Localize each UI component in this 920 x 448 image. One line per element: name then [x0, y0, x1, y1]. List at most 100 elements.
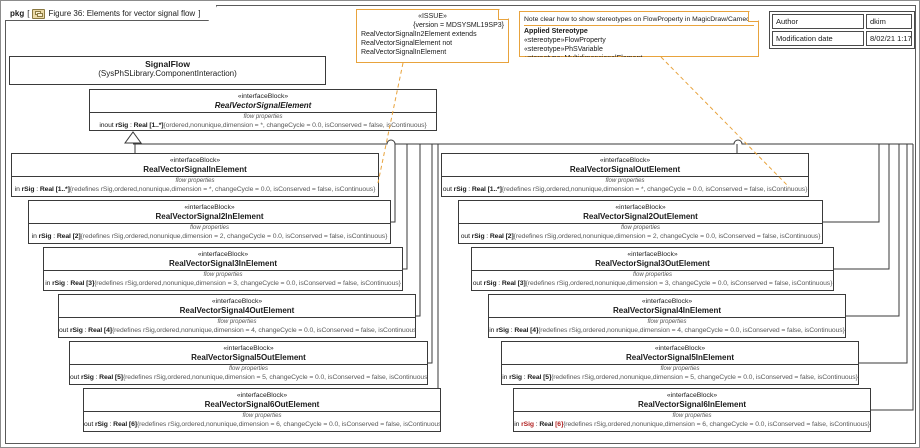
block-stereotype: «interfaceBlock»: [666, 392, 718, 399]
flow-property: out rSig : Real [5]{redefines rSig,order…: [70, 373, 427, 383]
flow-properties-compartment: flow properties in rSig : Real [3]{redefi…: [44, 271, 402, 289]
property-direction: out: [70, 374, 80, 381]
interface-block-RealVectorSignal5OutElement[interactable]: «interfaceBlock»RealVectorSignal5OutElem…: [69, 341, 428, 385]
info-label-author: Author: [772, 14, 864, 29]
signalflow-package-box[interactable]: SignalFlow (SysPhSLibrary.ComponentInter…: [9, 56, 326, 85]
interface-block-RealVectorSignalOutElement[interactable]: «interfaceBlock»RealVectorSignalOutEleme…: [441, 153, 809, 197]
block-name: RealVectorSignal4OutElement: [179, 306, 295, 315]
flow-properties-compartment: flow properties in rSig : Real [6]{redefi…: [514, 412, 870, 430]
interface-block-RealVectorSignal5InElement[interactable]: «interfaceBlock»RealVectorSignal5InEleme…: [501, 341, 859, 385]
info-value-modification-date: 8/02/21 1:17 PM: [866, 31, 912, 46]
issue-stereotype: «ISSUE»: [418, 13, 447, 20]
compartment-label: flow properties: [228, 366, 269, 372]
interface-block-RealVectorSignal4InElement[interactable]: «interfaceBlock»RealVectorSignal4InEleme…: [488, 294, 846, 338]
property-constraints: {redefines rSig,ordered,nonunique,dimens…: [563, 421, 870, 428]
property-direction: in: [45, 280, 51, 287]
block-stereotype: «interfaceBlock»: [615, 204, 666, 211]
interface-block-RealVectorSignal4OutElement[interactable]: «interfaceBlock»RealVectorSignal4OutElem…: [58, 294, 416, 338]
property-type: Real: [88, 327, 103, 334]
block-header: «interfaceBlock»RealVectorSignal2InEleme…: [29, 201, 390, 224]
property-constraints: {redefines rSig,ordered,nonunique,dimens…: [122, 374, 427, 381]
property-name: rSig: [509, 374, 522, 381]
stereotype-note-anchor-line: [660, 56, 790, 188]
property-multiplicity: [4]: [530, 327, 539, 334]
block-name: RealVectorSignal6InElement: [637, 400, 747, 409]
block-name: RealVectorSignalOutElement: [569, 165, 681, 174]
property-constraints: {redefines rSig,ordered,nonunique,dimens…: [80, 233, 388, 240]
block-name: RealVectorSignal2InElement: [155, 212, 264, 221]
block-stereotype: «interfaceBlock»: [223, 345, 274, 352]
property-multiplicity: [5]: [543, 374, 552, 381]
bracket-close: ]: [198, 9, 201, 18]
compartment-label: flow properties: [660, 366, 700, 372]
compartment-label: flow properties: [620, 225, 661, 231]
block-stereotype: «interfaceBlock»: [599, 157, 651, 164]
block-header: «interfaceBlock»RealVectorSignal5InEleme…: [502, 342, 858, 365]
property-direction: in: [14, 186, 20, 193]
generalization-trunk: [133, 139, 913, 145]
compartment-label: flow properties: [632, 272, 673, 278]
property-multiplicity: [1..*]: [487, 186, 502, 193]
block-stereotype: «interfaceBlock»: [236, 392, 288, 399]
block-stereotype: «interfaceBlock»: [627, 251, 678, 258]
issue-note[interactable]: «ISSUE» {version = MDSYSML19SP3} RealVec…: [356, 9, 509, 63]
property-name: rSig: [521, 421, 534, 428]
property-name: rSig: [483, 280, 497, 287]
property-multiplicity: [1..*]: [55, 186, 70, 193]
block-stereotype: «interfaceBlock»: [184, 204, 235, 211]
diagram-info-table[interactable]: Author dkim Modification date 8/02/21 1:…: [769, 11, 915, 49]
diagram-tab[interactable]: pkg [ Figure 36: Elements for vector sig…: [5, 5, 217, 21]
property-constraints: {redefines rSig,ordered,nonunique,dimens…: [111, 327, 415, 334]
bracket-open: [: [27, 9, 30, 18]
property-multiplicity: [2]: [72, 233, 81, 240]
flow-property: out rSig : Real [6]{redefines rSig,order…: [84, 420, 440, 430]
property-name: rSig: [52, 280, 65, 287]
interface-block-RealVectorSignal2InElement[interactable]: «interfaceBlock»RealVectorSignal2InEleme…: [28, 200, 391, 244]
applied-stereotype-heading: Applied Stereotype: [524, 28, 588, 35]
property-name: rSig: [69, 327, 83, 334]
flow-property: in rSig : Real [6]{redefines rSig,ordere…: [514, 421, 870, 428]
package-qualifier: (SysPhSLibrary.ComponentInteraction): [98, 69, 237, 78]
property-constraints: {redefines rSig,ordered,nonunique,dimens…: [513, 233, 821, 240]
flow-property: in rSig : Real [3]{redefines rSig,ordere…: [45, 280, 401, 287]
interface-block-RealVectorSignal3OutElement[interactable]: «interfaceBlock»RealVectorSignal3OutElem…: [471, 247, 834, 291]
block-header: «interfaceBlock»RealVectorSignal6InEleme…: [514, 389, 870, 412]
property-constraints: {redefines rSig,ordered,nonunique,dimens…: [501, 186, 808, 193]
compartment-label: flow properties: [243, 114, 283, 120]
property-type: Real: [527, 374, 542, 381]
property-constraints: {redefines rSig,ordered,nonunique,dimens…: [538, 327, 845, 334]
property-constraints: {redefines rSig,ordered,nonunique,dimens…: [551, 374, 858, 381]
flow-property: in rSig : Real [1..*]{redefines rSig,ord…: [14, 186, 376, 193]
package-name: SignalFlow: [145, 59, 190, 69]
diagram-frame: [5, 5, 916, 444]
block-header: «interfaceBlock»RealVectorSignalElement: [90, 90, 436, 113]
issue-note-anchor-line: [377, 62, 404, 184]
interface-block-RealVectorSignal6OutElement[interactable]: «interfaceBlock»RealVectorSignal6OutElem…: [83, 388, 441, 432]
flow-property: out rSig : Real [1..*]{redefines rSig,or…: [442, 186, 808, 193]
block-name: RealVectorSignalElement: [214, 101, 312, 110]
package-diagram-icon: [32, 9, 45, 19]
interface-block-RealVectorSignal3InElement[interactable]: «interfaceBlock»RealVectorSignal3InEleme…: [43, 247, 403, 291]
block-header: «interfaceBlock»RealVectorSignal2OutElem…: [459, 201, 822, 224]
property-direction: out: [59, 327, 69, 334]
property-multiplicity: [6]: [555, 421, 564, 428]
property-direction: out: [472, 280, 482, 287]
compartment-label: flow properties: [672, 413, 712, 419]
stereotype-note[interactable]: Note clear how to show stereotypes on Fl…: [519, 11, 759, 57]
info-label-modification-date: Modification date: [772, 31, 864, 46]
interface-block-RealVectorSignal2OutElement[interactable]: «interfaceBlock»RealVectorSignal2OutElem…: [458, 200, 823, 244]
block-stereotype: «interfaceBlock»: [169, 157, 221, 164]
interface-block-RealVectorSignal6InElement[interactable]: «interfaceBlock»RealVectorSignal6InEleme…: [513, 388, 871, 432]
property-type: Real: [539, 421, 554, 428]
compartment-label: flow properties: [203, 272, 243, 278]
note-separator: [524, 25, 754, 26]
issue-text-line: RealVectorSignalElement not: [361, 40, 453, 47]
block-header: «interfaceBlock»RealVectorSignalOutEleme…: [442, 154, 808, 177]
interface-block-RealVectorSignalInElement[interactable]: «interfaceBlock»RealVectorSignalInElemen…: [11, 153, 379, 197]
